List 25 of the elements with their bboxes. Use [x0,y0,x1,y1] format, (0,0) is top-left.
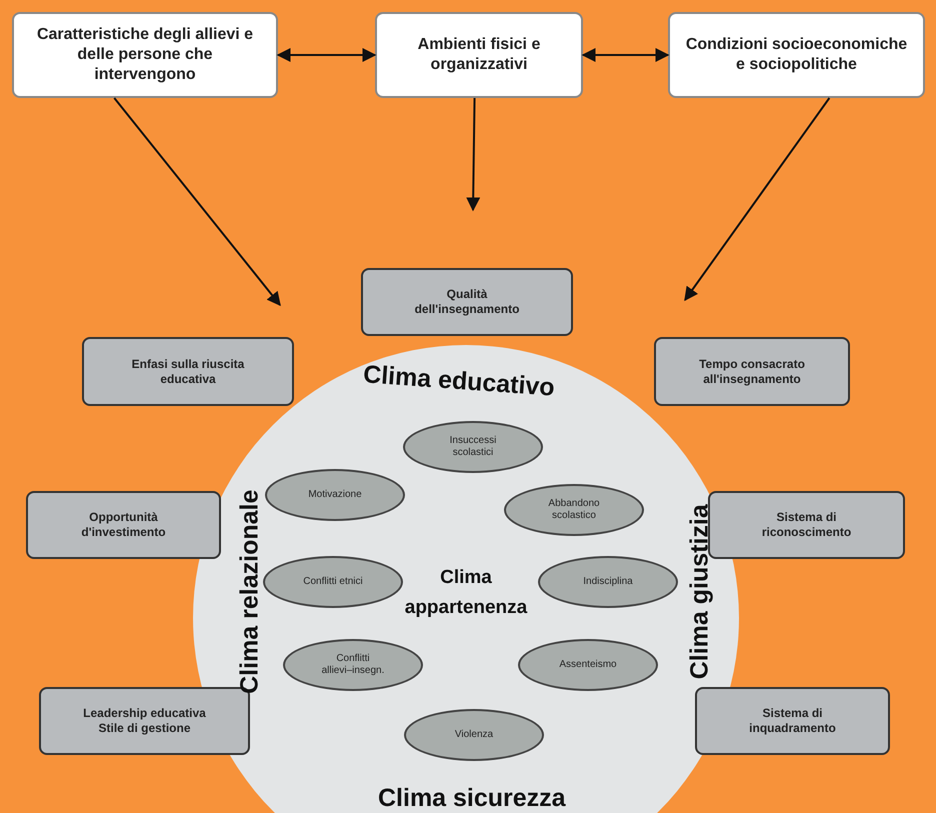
arrow [582,48,670,62]
curved-label: Clima educativo [362,359,556,404]
arrow [276,48,376,62]
factor-box: Condizioni socioeconomiche e sociopolitiche [668,12,925,98]
process-box: Sistema di riconoscimento [708,491,905,559]
ellipse-node: Insuccessi scolastici [403,421,543,473]
ellipse-node: Violenza [404,709,544,761]
process-box: Enfasi sulla riuscita educativa [82,337,294,406]
process-box: Opportunità d'investimento [26,491,221,559]
center-label: Clima appartenenza [404,566,528,620]
curved-label: Clima sicurezza [378,783,566,813]
ellipse-node: Conflitti etnici [263,556,403,608]
ellipse-node: Abbandono scolastico [504,484,644,536]
arrow [684,97,830,302]
process-box: Sistema di inquadramento [695,687,890,755]
ellipse-node: Motivazione [265,469,405,521]
process-box: Qualità dell'insegnamento [361,268,573,336]
arrow [466,98,480,212]
process-box: Tempo consacrato all'insegnamento [654,337,850,406]
arrow [114,97,281,306]
ellipse-node: Assenteismo [518,639,658,691]
factor-box: Caratteristiche degli allievi e delle persone che intervengono [12,12,278,98]
ellipse-node: Conflitti allievi–insegn. [283,639,423,691]
ellipse-node: Indisciplina [538,556,678,608]
factor-box: Ambienti fisici e organizzativi [375,12,583,98]
